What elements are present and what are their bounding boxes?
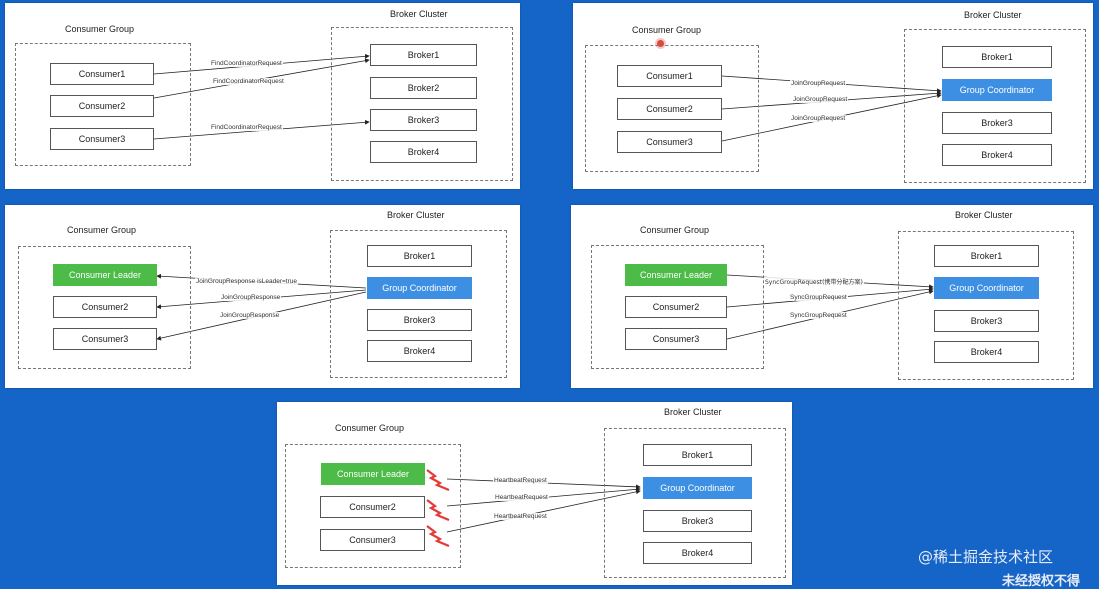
- arrow-line: [446, 489, 641, 533]
- consumer1-box: Consumer1: [50, 63, 154, 85]
- consumer-group-title: Consumer Group: [335, 423, 405, 433]
- arrow-label: HeartbeatRequest: [494, 494, 549, 501]
- broker4-box: Broker4: [934, 341, 1039, 363]
- broker3-box: Broker3: [934, 310, 1039, 332]
- consumer2-box: Consumer2: [50, 95, 154, 117]
- arrow-label: JoinGroupResponse isLeader=true: [195, 278, 298, 285]
- broker-cluster-title: Broker Cluster: [664, 407, 722, 417]
- broker1-box: Broker1: [942, 46, 1052, 68]
- broker3-box: Broker3: [643, 510, 752, 532]
- consumer-group-box: [18, 246, 191, 369]
- broker1-box: Broker1: [643, 444, 752, 466]
- broker4-box: Broker4: [643, 542, 752, 564]
- arrow-label: SyncGroupRequest(携带分配方案): [764, 277, 864, 286]
- arrow-label: HeartbeatRequest: [493, 477, 548, 484]
- heartbeat-bolt-icon: [426, 525, 450, 548]
- broker2-box: Broker2: [370, 77, 477, 99]
- watermark-text: 未经授权不得: [1002, 574, 1081, 589]
- group-coordinator-box: Group Coordinator: [367, 277, 472, 299]
- consumer-leader-box: Consumer Leader: [625, 264, 727, 286]
- diagram-heartbeat-request: Consumer Group Broker Cluster Consumer L…: [277, 402, 792, 585]
- arrow-label: JoinGroupResponse: [220, 294, 282, 301]
- arrow-label: HeartbeatRequest: [493, 513, 548, 520]
- consumer2-box: Consumer2: [617, 98, 722, 120]
- diagram-join-group-request: Consumer Group Broker Cluster Consumer1 …: [573, 3, 1093, 189]
- heartbeat-bolt-icon: [426, 469, 450, 492]
- broker1-box: Broker1: [367, 245, 472, 267]
- consumer2-box: Consumer2: [53, 296, 157, 318]
- consumer3-box: Consumer3: [50, 128, 154, 150]
- consumer-group-box: [15, 43, 191, 166]
- consumer-leader-box: Consumer Leader: [53, 264, 157, 286]
- cursor-indicator: [657, 40, 664, 47]
- diagram-sync-group-request: Consumer Group Broker Cluster Consumer L…: [571, 205, 1093, 388]
- broker4-box: Broker4: [370, 141, 477, 163]
- consumer3-box: Consumer3: [625, 328, 727, 350]
- broker-cluster-title: Broker Cluster: [390, 9, 448, 19]
- watermark-text: @稀土掘金技术社区: [918, 548, 1054, 566]
- broker-cluster-box: [604, 428, 786, 578]
- consumer-group-box: [585, 45, 759, 172]
- consumer-leader-box: Consumer Leader: [321, 463, 425, 485]
- diagram-join-group-response: Consumer Group Broker Cluster Consumer L…: [5, 205, 520, 388]
- broker-cluster-box: [898, 231, 1074, 380]
- broker-cluster-title: Broker Cluster: [387, 210, 445, 220]
- broker1-box: Broker1: [370, 44, 477, 66]
- consumer3-box: Consumer3: [320, 529, 425, 551]
- arrow-label: FindCoordinatorRequest: [210, 60, 283, 67]
- consumer-group-box: [591, 245, 764, 369]
- consumer-group-title: Consumer Group: [65, 24, 135, 34]
- arrow-label: JoinGroupRequest: [790, 115, 847, 122]
- group-coordinator-box: Group Coordinator: [643, 477, 752, 499]
- broker3-box: Broker3: [942, 112, 1052, 134]
- arrow-label: FindCoordinatorRequest: [212, 78, 285, 85]
- arrow-label: JoinGroupResponse: [219, 312, 281, 319]
- consumer3-box: Consumer3: [53, 328, 157, 350]
- consumer-group-title: Consumer Group: [67, 225, 137, 235]
- broker-cluster-box: [330, 230, 507, 378]
- heartbeat-bolt-icon: [426, 499, 450, 522]
- broker1-box: Broker1: [934, 245, 1039, 267]
- consumer-group-title: Consumer Group: [632, 25, 702, 35]
- arrow-label: JoinGroupRequest: [790, 80, 847, 87]
- arrow-label: JoinGroupRequest: [792, 96, 849, 103]
- consumer-group-title: Consumer Group: [640, 225, 710, 235]
- group-coordinator-box: Group Coordinator: [942, 79, 1052, 101]
- broker-cluster-title: Broker Cluster: [964, 10, 1022, 20]
- diagram-find-coordinator: Consumer Group Broker Cluster Consumer1 …: [5, 3, 520, 189]
- broker-cluster-title: Broker Cluster: [955, 210, 1013, 220]
- broker-cluster-box: [904, 29, 1086, 183]
- broker4-box: Broker4: [942, 144, 1052, 166]
- arrow-label: SyncGroupRequest: [789, 294, 848, 301]
- consumer1-box: Consumer1: [617, 65, 722, 87]
- broker4-box: Broker4: [367, 340, 472, 362]
- arrow-label: SyncGroupRequest: [789, 312, 848, 319]
- broker3-box: Broker3: [367, 309, 472, 331]
- broker-cluster-box: [331, 27, 513, 181]
- consumer3-box: Consumer3: [617, 131, 722, 153]
- group-coordinator-box: Group Coordinator: [934, 277, 1039, 299]
- consumer-group-box: [285, 444, 461, 568]
- broker3-box: Broker3: [370, 109, 477, 131]
- arrow-label: FindCoordinatorRequest: [210, 124, 283, 131]
- consumer2-box: Consumer2: [320, 496, 425, 518]
- consumer2-box: Consumer2: [625, 296, 727, 318]
